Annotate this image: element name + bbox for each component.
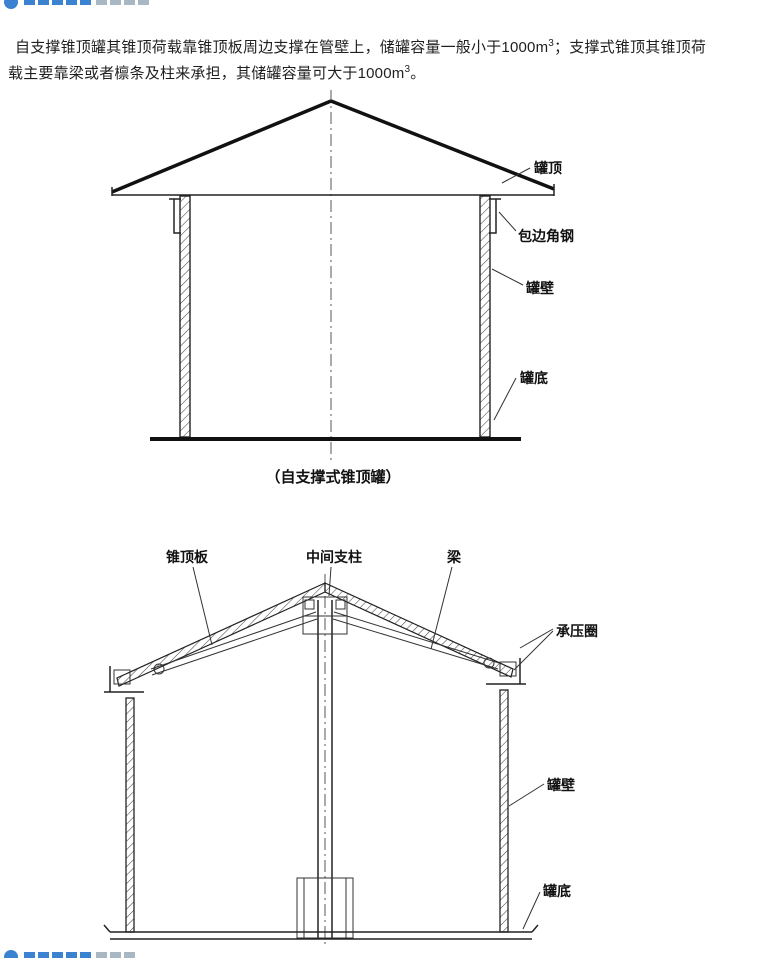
beam-right-bottom <box>332 618 499 670</box>
watermark-bottom <box>4 950 135 958</box>
roof-left-slope <box>111 99 332 194</box>
label-roof-plate: 锥顶板 <box>166 549 209 565</box>
paragraph-segment: 。 <box>410 65 426 82</box>
shell-wall-right <box>479 195 491 438</box>
leader-roof <box>501 167 531 184</box>
watermark-bottom-icon <box>4 950 18 958</box>
beam-end-hole-right <box>483 657 495 669</box>
watermark-top-fragment <box>96 0 107 5</box>
bottom-plate <box>150 437 521 441</box>
label-bottom: 罐底 <box>519 370 548 386</box>
shell-wall-left <box>179 195 191 438</box>
curb-angle-left <box>173 199 181 234</box>
roof-right-slope <box>330 99 555 191</box>
watermark-top-fragment <box>24 0 35 5</box>
leader-beam <box>430 566 453 650</box>
leader-shell <box>491 268 524 286</box>
superscript-3: 3 <box>404 64 411 75</box>
column-base <box>296 877 354 939</box>
watermark-bottom-fragment <box>24 952 35 958</box>
bottom-plate-flange-right <box>531 924 539 933</box>
column-cap-bolt-left <box>304 599 315 610</box>
watermark-bottom-fragment <box>52 952 63 958</box>
roof-plate-right <box>324 582 514 678</box>
label-roof: 罐顶 <box>533 160 562 176</box>
leader-pressure-ring-upper <box>519 628 554 649</box>
leader-shell <box>508 783 545 807</box>
leader-bottom <box>493 377 517 421</box>
diagram1-caption: （自支撑式锥顶罐） <box>265 468 400 486</box>
watermark-top-fragment <box>38 0 49 5</box>
leader-roof-plate <box>192 566 213 646</box>
watermark-bottom-fragment <box>96 952 107 958</box>
leader-center-column <box>328 566 332 597</box>
leader-curb-angle <box>498 211 517 232</box>
watermark-top-fragment <box>138 0 149 5</box>
paragraph-segment: ；支撑式锥顶其锥顶荷载主要靠梁或者檩条及柱来承担，其储罐容量可大于1000m <box>8 39 707 82</box>
shell-wall-left <box>125 697 135 933</box>
watermark-bottom-fragment <box>38 952 49 958</box>
watermark-top-fragment <box>110 0 121 5</box>
eave-assembly-right-bracket <box>499 661 517 677</box>
curb-angle-right <box>489 199 497 234</box>
column-cap-bolt-right <box>335 599 346 610</box>
beam-end-hole-left <box>153 663 165 675</box>
diagram1-self-supporting-tank: 罐顶 包边角钢 罐壁 罐底 （自支撑式锥顶罐） <box>111 90 574 486</box>
diagram2-supported-tank: 锥顶板 中间支柱 梁 承压圈 罐壁 罐底 <box>103 549 598 948</box>
bottom-plate-flange-left <box>103 924 111 933</box>
watermark-top-fragment <box>66 0 77 5</box>
watermark-top-fragment <box>80 0 91 5</box>
watermark-top-fragment <box>124 0 135 5</box>
watermark-bottom-fragment <box>110 952 121 958</box>
roof-plate-left <box>116 582 326 687</box>
intro-paragraph: 自支撑锥顶罐其锥顶荷载靠锥顶板周边支撑在管壁上，储罐容量一般小于1000m3；支… <box>8 35 708 87</box>
label-shell: 罐壁 <box>546 777 575 793</box>
watermark-bottom-fragment <box>124 952 135 958</box>
watermark-bottom-fragment <box>66 952 77 958</box>
beam-left-top <box>150 611 317 670</box>
eave-assembly-left-bracket <box>113 669 131 685</box>
shell-wall-right <box>499 689 509 933</box>
leader-pressure-ring-lower <box>513 630 554 671</box>
label-bottom: 罐底 <box>542 883 571 899</box>
watermark-top-fragment <box>52 0 63 5</box>
label-pressure-ring: 承压圈 <box>556 623 598 639</box>
watermark-top-icon <box>4 0 18 9</box>
paragraph-segment: 自支撑锥顶罐其锥顶荷载靠锥顶板周边支撑在管壁上，储罐容量一般小于1000m <box>15 39 549 56</box>
label-beam: 梁 <box>446 549 462 565</box>
superscript-3: 3 <box>548 38 555 49</box>
watermark-top <box>4 0 149 9</box>
label-center-column: 中间支柱 <box>306 549 362 565</box>
watermark-bottom-fragment <box>80 952 91 958</box>
label-curb-angle: 包边角钢 <box>518 228 574 244</box>
leader-bottom <box>522 891 541 930</box>
beam-left-bottom <box>151 618 318 676</box>
label-shell: 罐壁 <box>525 280 554 296</box>
beam-right-top <box>333 611 500 664</box>
